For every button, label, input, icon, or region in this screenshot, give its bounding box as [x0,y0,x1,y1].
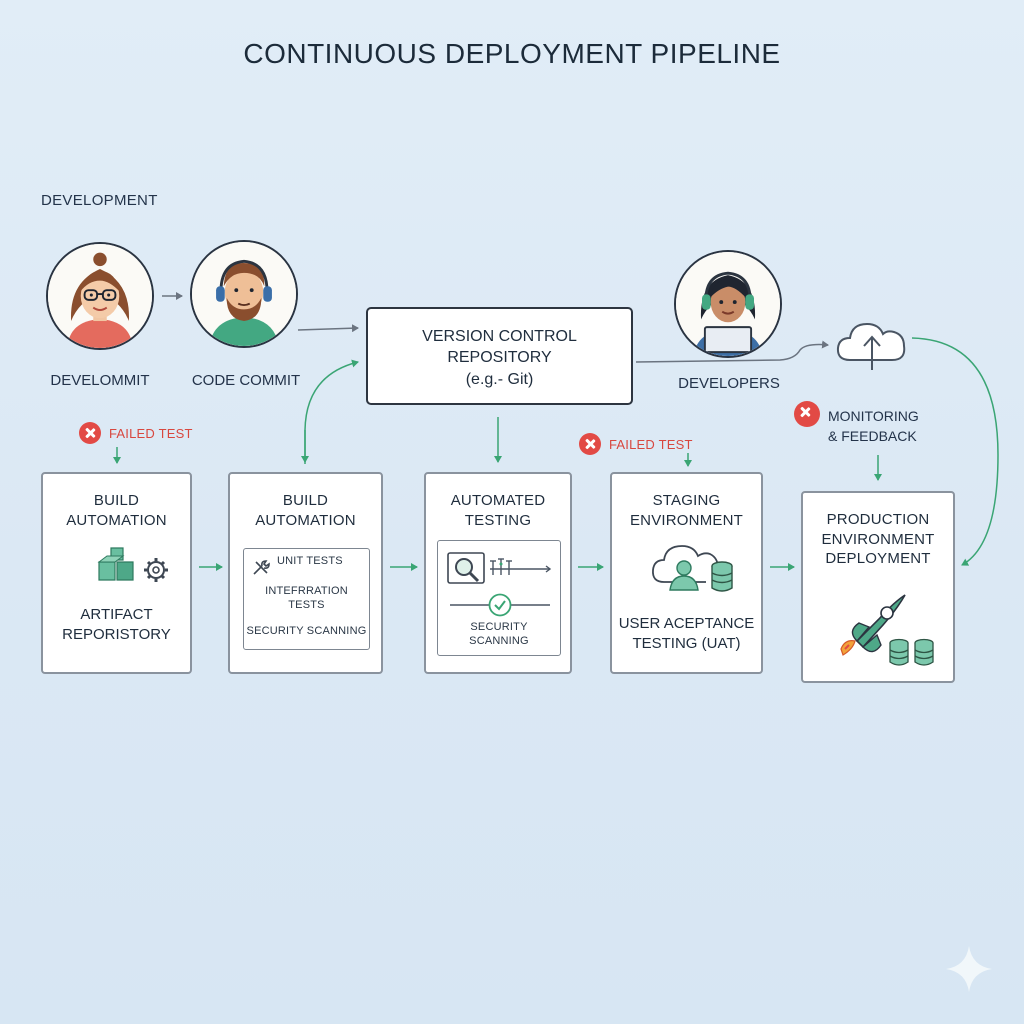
arrow-commit-to-vcs [297,324,359,333]
stage-title: ENVIRONMENT [629,512,744,529]
database-icon [888,638,938,668]
fail-x-icon [579,433,601,455]
uat-label-line1: USER ACEPTANCE [618,615,755,632]
person-label-develommit: DEVELOMMIT [50,372,150,389]
artifact-label: ARTIFACT [80,606,153,623]
stage-title: AUTOMATION [66,512,167,529]
security-scanning-label: SECURITY SCANNING [246,625,367,637]
scanning-label: SCANNING [469,635,529,647]
stage-title: ENVIRONMENT [821,531,935,548]
monitoring-line1: MONITORING [828,408,919,424]
stage-title: TESTING [464,512,532,529]
glasses-woman-avatar [46,242,154,350]
repository-label: REPORISTORY [62,626,171,643]
stage-title: BUILD [93,492,140,509]
version-control-repository-box: VERSION CONTROL REPOSITORY (e.g.- Git) [366,307,633,405]
stage-title: AUTOMATION [255,512,356,529]
stage-title: AUTOMATED [450,492,546,509]
cloud-upload-icon [834,314,910,372]
vcs-title-line1: VERSION CONTROL [422,328,577,345]
section-label-development: DEVELOPMENT [41,192,158,209]
diagram-title: CONTINUOUS DEPLOYMENT PIPELINE [243,38,781,69]
boxes-gear-icon [95,544,175,592]
cloud-user-database-icon [650,540,734,596]
stage-card-build-automation-1: BUILD AUTOMATION ARTIFACT REPORISTORY [41,472,192,674]
uat-label-line2: TESTING (UAT) [632,635,741,652]
monitoring-x-icon [794,401,820,427]
person-label-code-commit: CODE COMMIT [191,372,301,389]
monitoring-line2: & FEEDBACK [828,428,917,444]
monitoring-feedback-label: MONITORING & FEEDBACK [828,406,948,446]
vcs-example: (e.g.- Git) [465,371,534,388]
security-label: SECURITY [470,621,528,633]
headset-woman-avatar [674,250,782,358]
stage-card-production-deployment: PRODUCTION ENVIRONMENT DEPLOYMENT [801,491,955,683]
test-list-box: UNIT TESTS INTEFRRATION TESTS SECURITY S… [243,548,370,650]
stage-card-automated-testing: AUTOMATED TESTING [424,472,572,674]
arrow-build-to-vcs [304,359,359,464]
failed-test-badge-1: FAILED TEST [79,422,193,444]
headset-man-avatar [190,240,298,348]
stage-title: STAGING [652,492,721,509]
sparkle-watermark-icon [944,944,994,994]
wrench-icon [251,558,271,578]
tests-label: TESTS [288,599,325,611]
integration-label: INTEFRRATION [265,585,348,597]
failed-test-badge-2: FAILED TEST [579,433,693,455]
stage-title: PRODUCTION [826,511,930,528]
testing-tools-box: SECURITY SCANNING [437,540,561,656]
stage-card-staging-environment: STAGING ENVIRONMENT USER ACEPTANCE TESTI… [610,472,763,674]
unit-tests-label: UNIT TESTS [277,555,343,567]
checkmark-icon [488,593,512,617]
magnifier-icon [446,551,554,611]
vcs-title-line2: REPOSITORY [447,349,552,366]
fail-x-icon [79,422,101,444]
failed-test-label-1: FAILED TEST [109,425,193,441]
stage-title: BUILD [282,492,329,509]
failed-test-label-2: FAILED TEST [609,436,693,452]
rocket-icon [835,583,935,667]
stage-title: DEPLOYMENT [825,550,931,567]
stage-card-build-automation-2: BUILD AUTOMATION UNIT TESTS INTEFRRATION… [228,472,383,674]
person-label-developers: DEVELOPERS [678,375,780,392]
